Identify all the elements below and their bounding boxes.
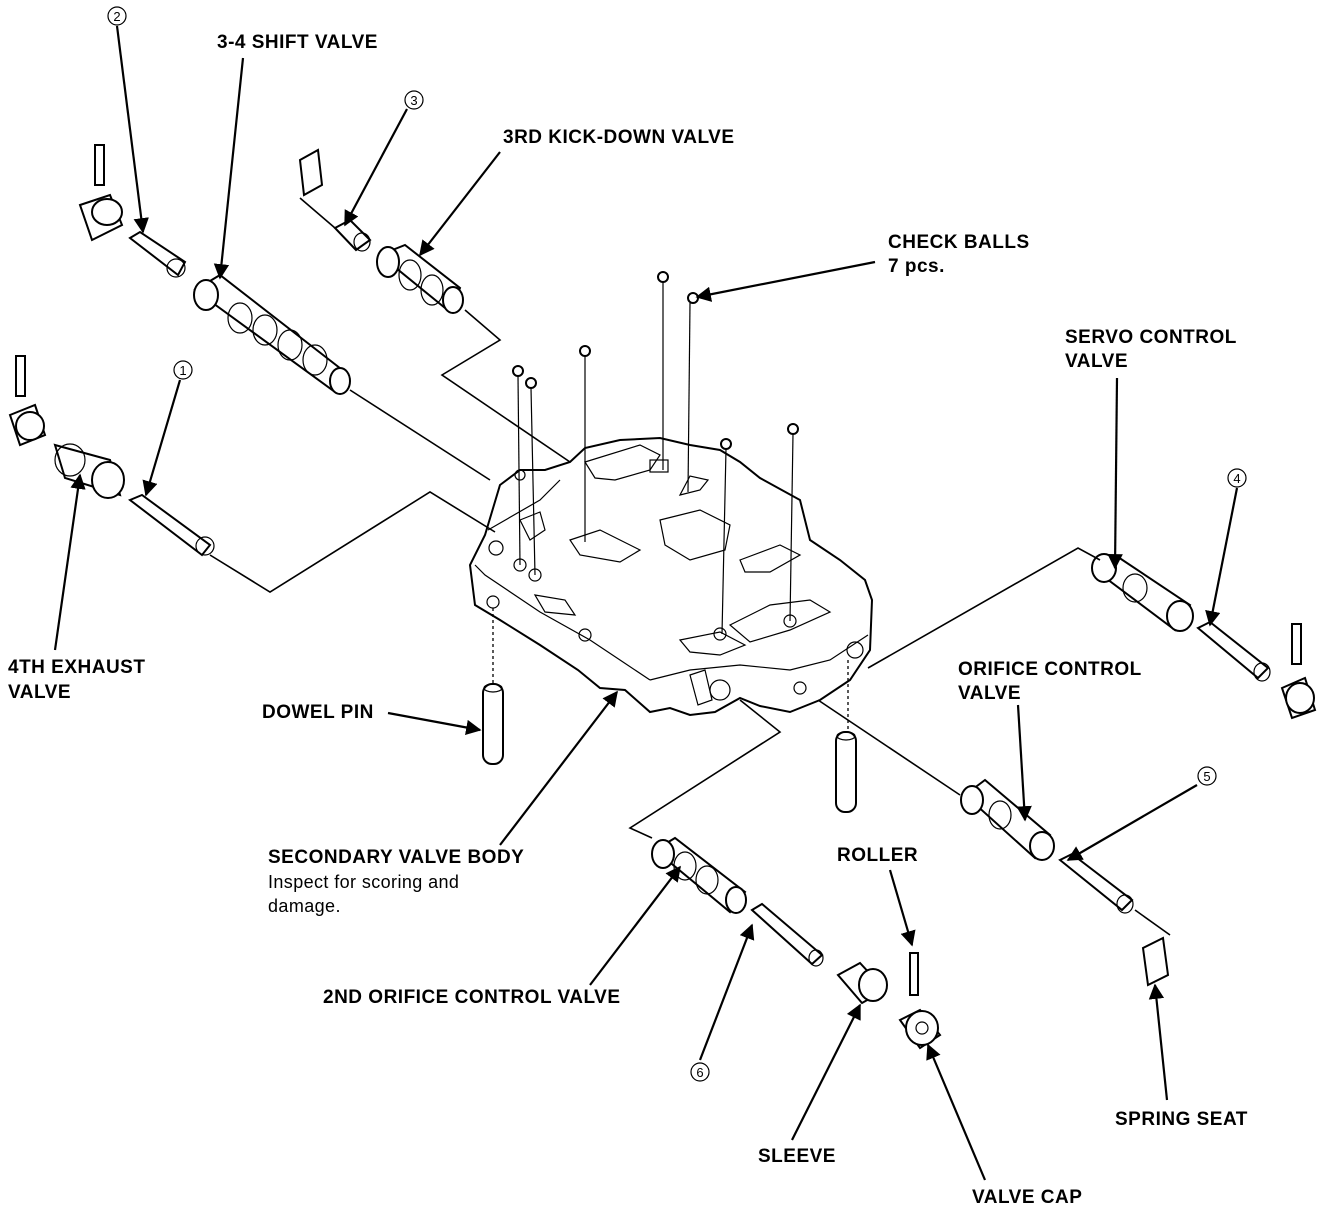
sleeve	[836, 961, 888, 1005]
svg-text:6: 6	[696, 1065, 703, 1080]
leader-lines	[53, 25, 1239, 1181]
labels: 3-4 SHIFT VALVE 3RD KICK-DOWN VALVE CHEC…	[8, 32, 1248, 1208]
label-inspect-line2: damage.	[268, 896, 341, 916]
dowel-pin-left	[482, 608, 504, 765]
svg-text:3: 3	[410, 93, 417, 108]
label-sleeve: SLEEVE	[758, 1146, 836, 1167]
svg-text:2: 2	[113, 9, 120, 24]
svg-text:5: 5	[1203, 769, 1210, 784]
callout-2: 2	[107, 6, 127, 26]
callout-3: 3	[404, 90, 424, 110]
label-exhaust-4th-line2: VALVE	[8, 682, 71, 703]
orifice-control-valve-assembly	[817, 699, 1171, 987]
shift-valve-34-assembly	[78, 144, 491, 481]
label-shift-valve-34: 3-4 SHIFT VALVE	[217, 32, 378, 53]
roller	[909, 952, 919, 996]
label-check-balls: CHECK BALLS	[888, 232, 1030, 253]
label-kickdown-valve-3rd: 3RD KICK-DOWN VALVE	[503, 127, 735, 148]
label-roller: ROLLER	[837, 845, 918, 866]
secondary-valve-body	[468, 436, 874, 717]
label-dowel-pin: DOWEL PIN	[262, 702, 374, 723]
callout-numbers: 2 3 1 4 5 6	[107, 6, 1247, 1082]
svg-text:4: 4	[1233, 471, 1240, 486]
callout-6: 6	[690, 1062, 710, 1082]
label-servo-control-line1: SERVO CONTROL	[1065, 327, 1237, 348]
servo-control-valve-assembly	[867, 547, 1317, 720]
label-orifice-control-line1: ORIFICE CONTROL	[958, 659, 1142, 680]
label-secondary-valve-body: SECONDARY VALVE BODY	[268, 847, 524, 868]
callout-5: 5	[1197, 766, 1217, 786]
svg-text:1: 1	[179, 363, 186, 378]
exhaust-valve-4th-assembly	[8, 355, 496, 593]
orifice-control-valve-2nd-assembly	[628, 699, 824, 967]
valve-cap	[898, 1008, 942, 1050]
label-exhaust-4th-line1: 4TH EXHAUST	[8, 657, 145, 678]
label-orifice-control-2nd: 2ND ORIFICE CONTROL VALVE	[323, 987, 621, 1008]
kickdown-valve-3rd-assembly	[298, 148, 571, 463]
label-servo-control-line2: VALVE	[1065, 351, 1128, 372]
label-spring-seat: SPRING SEAT	[1115, 1109, 1248, 1130]
label-valve-cap: VALVE CAP	[972, 1187, 1082, 1208]
label-orifice-control-line2: VALVE	[958, 683, 1021, 704]
callout-1: 1	[173, 360, 193, 380]
callout-4: 4	[1227, 468, 1247, 488]
check-balls	[512, 271, 799, 635]
label-inspect-line1: Inspect for scoring and	[268, 872, 459, 892]
label-check-balls-qty: 7 pcs.	[888, 256, 945, 277]
